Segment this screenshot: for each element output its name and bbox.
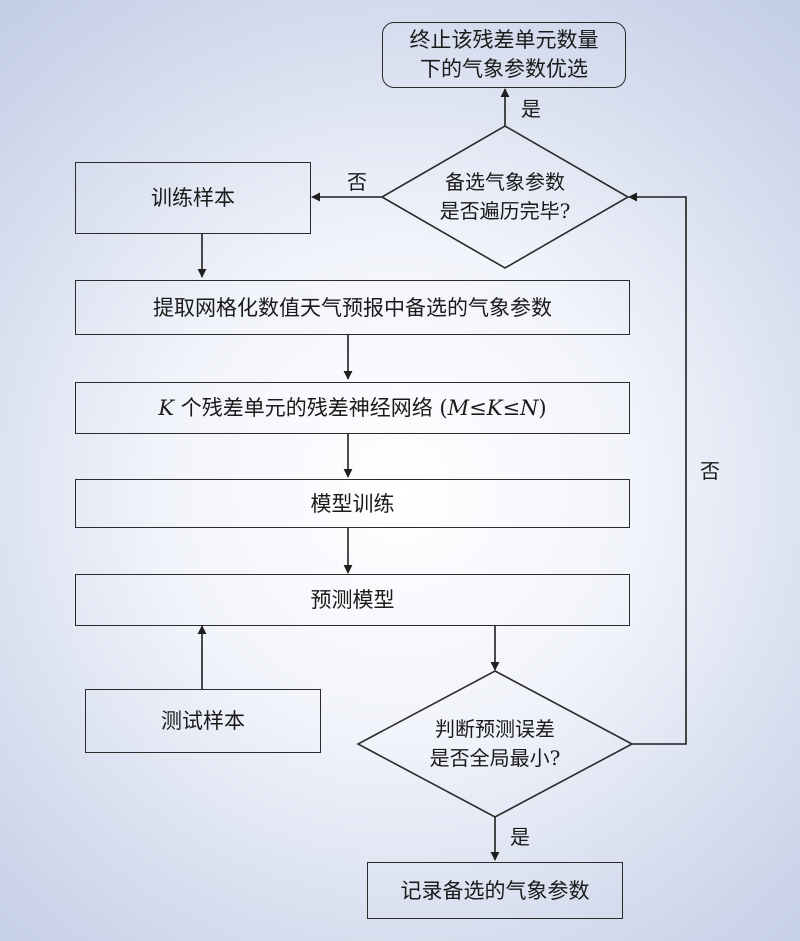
decision-diamond-traversal	[380, 125, 630, 269]
decision-traversal-line1: 备选气象参数	[445, 170, 565, 194]
le-symbol-1: ≤	[469, 396, 487, 420]
terminate-box: 终止该残差单元数量 下的气象参数优选	[382, 22, 626, 88]
predict-model-box: 预测模型	[75, 574, 630, 626]
terminate-line2: 下的气象参数优选	[420, 57, 588, 81]
decision-error-text: 判断预测误差 是否全局最小?	[385, 714, 605, 774]
var-n: N	[520, 396, 539, 420]
record-box: 记录备选的气象参数	[367, 862, 623, 919]
extract-params-box: 提取网格化数值天气预报中备选的气象参数	[75, 280, 630, 335]
le-symbol-2: ≤	[502, 396, 521, 420]
test-samples-box: 测试样本	[85, 689, 321, 753]
network-label: K 个残差单元的残差神经网络 (M≤K≤N)	[158, 393, 546, 423]
network-text: 个残差单元的残差神经网络 (	[174, 396, 448, 420]
record-label: 记录备选的气象参数	[400, 878, 590, 903]
var-k2: K	[486, 396, 503, 420]
test-samples-label: 测试样本	[161, 709, 245, 733]
predict-model-label: 预测模型	[310, 588, 395, 612]
model-training-label: 模型训练	[310, 491, 395, 516]
decision-error-line1: 判断预测误差	[435, 717, 555, 741]
train-samples-box: 训练样本	[75, 162, 311, 234]
edge-label-yes-top: 是	[521, 97, 541, 121]
edge-label-no-right: 否	[700, 459, 720, 483]
train-samples-label: 训练样本	[151, 186, 235, 210]
edge-label-no-left: 否	[347, 170, 367, 194]
model-training-box: 模型训练	[75, 479, 630, 528]
extract-params-label: 提取网格化数值天气预报中备选的气象参数	[153, 295, 552, 320]
var-k: K	[158, 396, 175, 420]
var-m: M	[447, 396, 470, 420]
decision-traversal-line2: 是否遍历完毕?	[439, 199, 571, 223]
close-paren: )	[538, 396, 547, 420]
edge-label-yes-bottom: 是	[510, 825, 530, 849]
decision-error-line2: 是否全局最小?	[429, 746, 561, 770]
network-box: K 个残差单元的残差神经网络 (M≤K≤N)	[75, 382, 630, 434]
decision-traversal-text: 备选气象参数 是否遍历完毕?	[405, 167, 605, 227]
feedback-loop-arrow	[628, 192, 687, 745]
terminate-line1: 终止该残差单元数量	[409, 28, 599, 52]
